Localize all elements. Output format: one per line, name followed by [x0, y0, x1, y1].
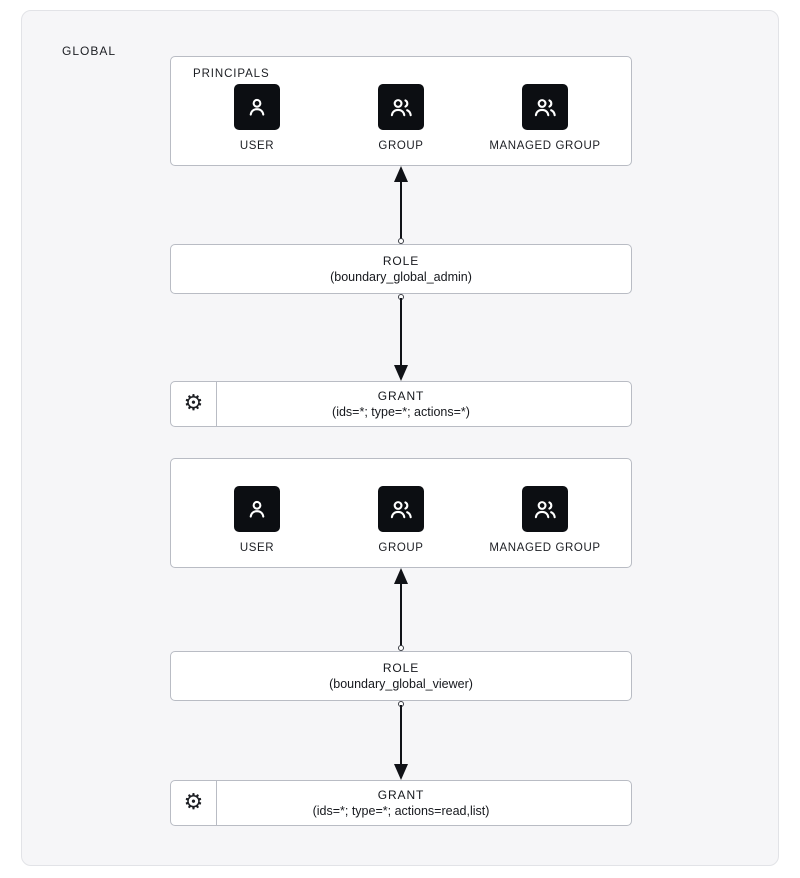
grant-text: GRANT (ids=*; type=*; actions=*) — [171, 382, 631, 426]
role-subtitle: (boundary_global_admin) — [330, 270, 472, 284]
principal-label: GROUP — [378, 140, 424, 152]
gear-icon: ⚙ — [171, 781, 217, 825]
principal-group: GROUP — [329, 84, 473, 152]
group-icon — [378, 486, 424, 532]
grant-text: GRANT (ids=*; type=*; actions=read,list) — [171, 781, 631, 825]
principals-heading: PRINCIPALS — [193, 68, 270, 80]
principals-box: USER GROUP — [170, 458, 632, 568]
role-title: ROLE — [382, 661, 420, 675]
role-title: ROLE — [382, 254, 420, 268]
principal-label: USER — [239, 542, 275, 554]
principal-label: USER — [239, 140, 275, 152]
user-icon — [234, 84, 280, 130]
gear-glyph: ⚙ — [183, 391, 204, 416]
principal-managed-group: MANAGED GROUP — [473, 84, 617, 152]
principal-label: MANAGED GROUP — [489, 542, 601, 554]
grant-title: GRANT — [377, 389, 425, 403]
connector-shaft — [400, 180, 402, 240]
grant-title: GRANT — [377, 788, 425, 802]
arrowhead-up-icon — [394, 166, 408, 182]
principal-managed-group: MANAGED GROUP — [473, 486, 617, 554]
global-scope-container: GLOBAL PRINCIPALS USER — [21, 10, 779, 866]
role-box: ROLE (boundary_global_viewer) — [170, 651, 632, 701]
diagram-stack: PRINCIPALS USER — [170, 56, 632, 826]
connector-shaft — [400, 705, 402, 766]
arrowhead-down-icon — [394, 764, 408, 780]
arrowhead-down-icon — [394, 365, 408, 381]
principal-user: USER — [185, 84, 329, 152]
principal-group: GROUP — [329, 486, 473, 554]
grant-subtitle: (ids=*; type=*; actions=read,list) — [312, 804, 490, 818]
gear-icon: ⚙ — [171, 382, 217, 426]
principal-label: GROUP — [378, 542, 424, 554]
principals-box: PRINCIPALS USER — [170, 56, 632, 166]
gear-glyph: ⚙ — [183, 790, 204, 815]
arrowhead-up-icon — [394, 568, 408, 584]
principal-user: USER — [185, 486, 329, 554]
arrow-down-connector — [394, 294, 408, 381]
arrow-up-connector — [394, 166, 408, 244]
connector-ring — [398, 238, 404, 244]
user-icon — [234, 486, 280, 532]
arrow-down-connector — [394, 701, 408, 780]
arrow-up-connector — [394, 568, 408, 651]
principals-row: USER GROUP — [171, 84, 631, 152]
role-box: ROLE (boundary_global_admin) — [170, 244, 632, 294]
connector-shaft — [400, 582, 402, 647]
group-icon — [378, 84, 424, 130]
principals-row: USER GROUP — [171, 486, 631, 554]
role-subtitle: (boundary_global_viewer) — [329, 677, 473, 691]
managed-group-icon — [522, 84, 568, 130]
grant-box: ⚙ GRANT (ids=*; type=*; actions=read,lis… — [170, 780, 632, 826]
managed-group-icon — [522, 486, 568, 532]
grant-subtitle: (ids=*; type=*; actions=*) — [332, 405, 470, 419]
grant-box: ⚙ GRANT (ids=*; type=*; actions=*) — [170, 381, 632, 427]
principal-label: MANAGED GROUP — [489, 140, 601, 152]
global-scope-label: GLOBAL — [62, 44, 117, 58]
connector-ring — [398, 645, 404, 651]
connector-shaft — [400, 298, 402, 367]
